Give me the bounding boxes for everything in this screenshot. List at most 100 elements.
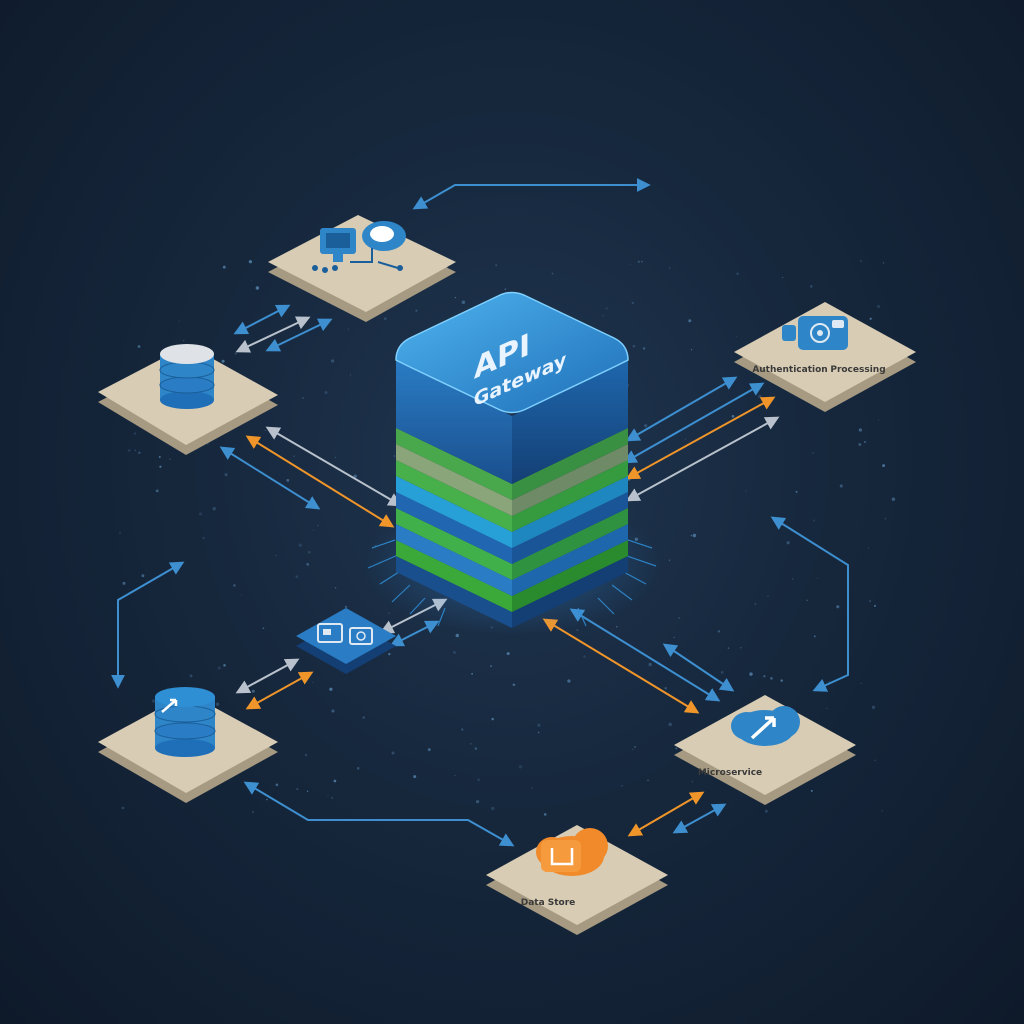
particle — [199, 512, 202, 516]
particle — [720, 671, 724, 674]
particle — [668, 559, 671, 561]
particle — [383, 317, 387, 321]
particle — [727, 647, 730, 649]
particle — [690, 349, 693, 351]
particle — [809, 285, 813, 288]
puzzle-gear-icon — [782, 316, 848, 350]
particle — [740, 647, 742, 649]
particle — [869, 317, 872, 320]
particle — [158, 456, 161, 458]
particle — [839, 484, 843, 488]
particle — [415, 309, 418, 312]
particle — [391, 751, 395, 755]
particle — [469, 742, 472, 745]
particle — [495, 264, 497, 266]
particle — [745, 490, 747, 492]
particle — [690, 534, 693, 537]
particle — [863, 440, 867, 444]
particle — [312, 529, 314, 531]
node-storage[interactable] — [98, 687, 278, 803]
particle — [262, 627, 265, 629]
particle — [757, 394, 762, 399]
connection-arrow — [622, 382, 765, 464]
particle — [531, 787, 533, 789]
particle — [388, 652, 391, 656]
node-client[interactable] — [268, 215, 456, 322]
particle — [770, 677, 773, 680]
particle — [413, 775, 417, 779]
particle — [873, 604, 877, 608]
particle — [673, 636, 675, 638]
particle — [877, 419, 880, 421]
particle — [455, 633, 460, 638]
particle — [224, 473, 228, 477]
particle — [215, 702, 220, 706]
particle — [121, 806, 125, 810]
particle — [474, 747, 478, 750]
particle — [223, 664, 226, 667]
particle — [782, 276, 784, 278]
particle — [812, 519, 815, 522]
particle — [331, 709, 335, 713]
cloud-upload-icon — [731, 706, 800, 746]
particle — [251, 689, 255, 693]
particle — [735, 335, 738, 338]
node-service[interactable] — [296, 608, 396, 674]
particle — [453, 651, 456, 654]
connection-arrow — [389, 620, 440, 647]
connection-arrow — [412, 178, 651, 210]
connection-arrow — [233, 304, 291, 335]
particle — [138, 451, 141, 454]
particle — [311, 681, 314, 684]
particle — [329, 687, 333, 691]
particle — [490, 665, 492, 667]
particle — [308, 551, 311, 554]
node-microservice[interactable]: Microservice — [674, 695, 856, 805]
particle — [189, 674, 193, 678]
particle — [151, 699, 156, 703]
particle — [334, 456, 337, 459]
api-gateway[interactable]: API Gateway — [362, 291, 662, 636]
particle — [876, 304, 881, 309]
particle — [664, 687, 667, 690]
particle — [691, 781, 693, 783]
particle — [641, 260, 643, 263]
particle — [159, 465, 162, 468]
particle — [475, 799, 480, 804]
particle — [221, 359, 225, 363]
particle — [632, 748, 634, 751]
connection-arrow — [243, 781, 515, 847]
particle — [767, 595, 769, 597]
particle — [477, 778, 480, 782]
particle — [810, 789, 813, 792]
node-authentication-label-right: Processing — [830, 365, 885, 375]
connection-arrow — [245, 435, 395, 528]
particle — [183, 339, 185, 342]
node-data-store[interactable]: Data Store — [486, 825, 668, 935]
particle — [137, 345, 141, 348]
circuit-traces — [367, 539, 657, 627]
connection-arrow — [662, 643, 735, 692]
particle — [791, 578, 794, 580]
particle — [512, 683, 516, 687]
particle — [884, 518, 886, 520]
particle — [551, 272, 554, 275]
particle — [347, 328, 350, 330]
node-authentication[interactable]: Authentication Processing — [734, 302, 916, 412]
particle — [717, 630, 721, 633]
particle — [356, 767, 360, 770]
particle — [264, 429, 266, 431]
particle — [427, 748, 431, 752]
particle — [731, 414, 735, 418]
particle — [537, 723, 541, 727]
particle — [602, 315, 604, 317]
particle — [629, 263, 632, 265]
node-database[interactable] — [98, 344, 278, 455]
database-icon — [159, 344, 215, 409]
particle — [828, 681, 830, 683]
particle — [648, 662, 652, 667]
particle — [668, 267, 671, 269]
node-authentication-label-left: Authentication — [752, 365, 827, 375]
particle — [331, 359, 335, 363]
particle — [212, 507, 216, 511]
